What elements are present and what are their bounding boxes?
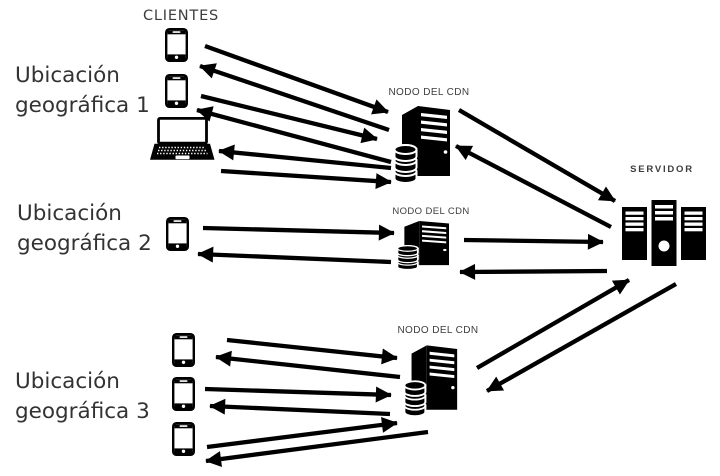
location-2-label-line1: Ubicación [17,201,122,226]
location-3-label-line1: Ubicación [15,369,120,394]
arrow-cdn1-to-laptop [218,144,392,171]
arrow-server-to-cdn2 [459,263,608,280]
client-phone-3-icon [165,216,190,252]
arrow-phone5-to-cdn3 [204,386,392,403]
client-phone-5-icon [171,377,196,411]
client-phone-6-icon [171,422,196,456]
location-2-label: Ubicación geográfica 2 [17,199,152,258]
arrow-phone2-to-cdn1 [200,93,378,144]
arrow-cdn2-to-server [463,233,604,250]
location-2-label-line2: geográfica 2 [17,230,152,256]
client-laptop-icon [150,116,215,160]
cdn-node-3-label: NODO DEL CDN [397,325,479,336]
origin-server-icon [622,200,706,266]
cdn-node-2-label: NODO DEL CDN [392,206,470,217]
location-1-label-line1: Ubicación [15,63,120,88]
arrow-cdn3-to-phone6 [205,429,429,467]
arrow-cdn1-to-phone2 [196,106,392,165]
arrow-cdn3-to-phone5 [209,398,391,417]
arrow-cdn1-to-phone1 [199,63,390,133]
arrow-phone4-to-cdn3 [226,337,398,365]
cdn-node-1-icon [393,105,451,184]
clients-label: CLIENTES [142,8,220,24]
location-1-label: Ubicación geográfica 1 [15,61,150,120]
arrow-phone1-to-cdn1 [204,43,389,115]
arrow-server-to-cdn3 [485,282,678,393]
arrow-cdn3-to-server [475,278,631,370]
cdn-node-2-icon [396,220,450,271]
arrow-phone6-to-cdn3 [206,416,398,450]
location-3-label-line2: geográfica 3 [15,398,150,424]
arrow-cdn3-to-phone4 [215,350,401,380]
arrow-cdn1-to-server [457,108,617,203]
cdn-node-1-label: NODO DEL CDN [388,87,470,98]
location-3-label: Ubicación geográfica 3 [15,367,150,426]
arrow-phone3-to-cdn2 [202,224,395,241]
server-label: SERVIDOR [630,164,694,175]
client-phone-2-icon [164,73,189,109]
client-phone-1-icon [164,28,189,62]
cdn-node-3-icon [403,344,459,418]
traffic-arrows [196,43,678,467]
arrow-laptop-to-cdn1 [220,168,392,189]
arrow-server-to-cdn1 [455,144,612,229]
location-1-label-line2: geográfica 1 [15,92,150,118]
arrow-cdn2-to-phone3 [197,246,392,265]
client-phone-4-icon [171,333,196,367]
